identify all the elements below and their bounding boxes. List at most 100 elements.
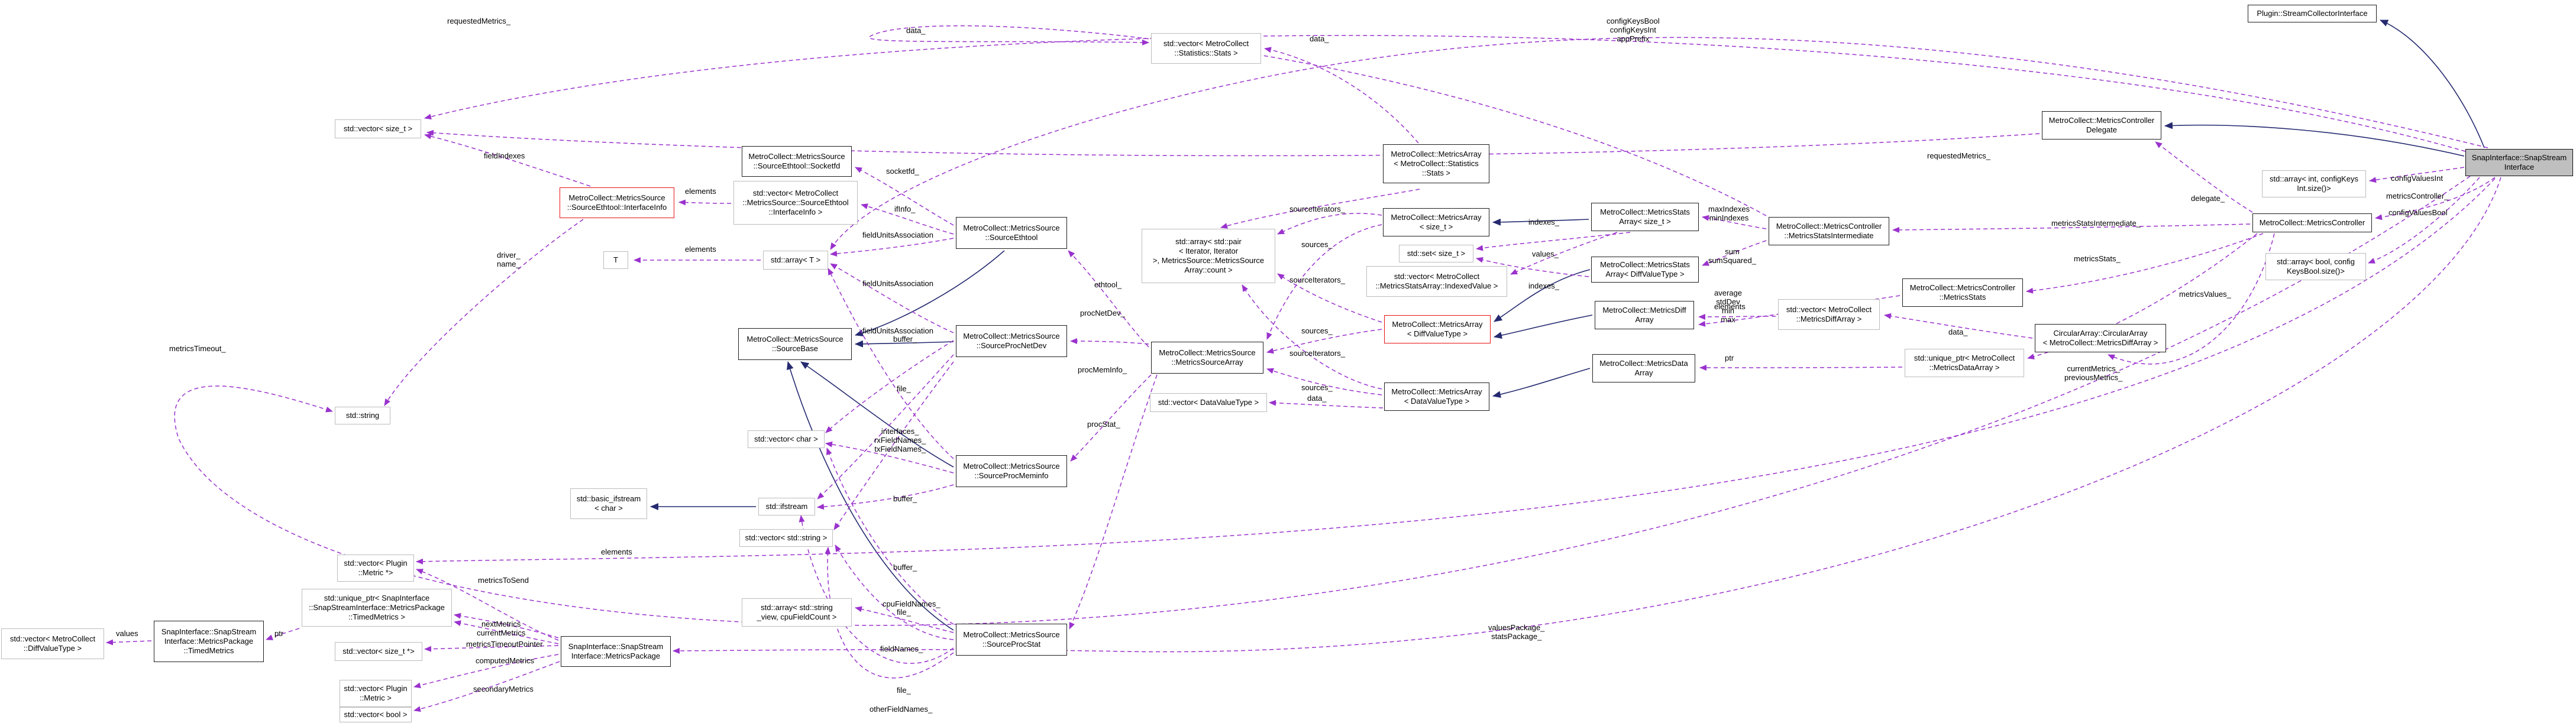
edge-usage-41 [828,268,954,459]
class-node-string-box[interactable]: std::string [335,407,390,424]
class-node-array-pair-iterator[interactable]: std::array< std::pair< Iterator, Iterato… [1142,229,1275,283]
class-node-label: MetroCollect::MetricsStats [1600,208,1690,216]
edge-usage-74 [855,606,954,633]
class-node-source-ethtool-socketfd[interactable]: MetroCollect::MetricsSource::SourceEthto… [742,146,852,177]
class-node-source-procstat[interactable]: MetroCollect::MetricsSource::SourceProcS… [956,624,1067,656]
class-node-label: < size_t > [1419,222,1453,231]
class-node-basic-ifstream[interactable]: std::basic_ifstream< char > [570,488,647,519]
class-node-uniqueptr-metricsdataarray[interactable]: std::unique_ptr< MetroCollect::MetricsDa… [1905,349,2024,377]
class-node-label: std::unique_ptr< MetroCollect [1914,354,2015,362]
class-node-label: MetroCollect::MetricsSource [963,630,1060,639]
class-node-label: ::MetricsStatsArray::IndexedValue > [1375,281,1498,290]
edge-label-maxindexes: maxIndexes minIndexes [1708,205,1750,222]
class-node-label: std::vector< size_t *> [342,647,415,656]
class-node-vector-plugin-metric-ptr[interactable]: std::vector< Plugin::Metric *> [337,555,414,582]
class-node-label: std::vector< std::string > [745,533,828,542]
edge-label-sum-sumsquared: sum sumSquared_ [1708,247,1756,265]
class-node-vector-diffvaluetype[interactable]: std::vector< MetroCollect::DiffValueType… [1,628,104,659]
edge-usage-69 [826,448,954,625]
class-node-label: < DataValueType > [1404,397,1470,406]
class-node-label: std::vector< bool > [344,710,408,719]
class-node-source-ethtool[interactable]: MetroCollect::MetricsSource::SourceEthto… [956,217,1067,249]
class-node-uniqueptr-timedmetrics[interactable]: std::unique_ptr< SnapInterface::SnapStre… [302,589,452,627]
edge-label-fieldunits-2: fieldUnitsAssociation [862,279,933,288]
class-node-array-t[interactable]: std::array< T > [763,251,828,270]
class-node-metrics-controller-metricsstats[interactable]: MetroCollect::MetricsController::Metrics… [1902,278,2023,307]
class-node-label: ::TimedMetrics > [348,612,405,621]
class-node-label: ::MetricsStats [1939,293,1986,301]
class-node-label: ::MetricsStatsIntermediate [1784,231,1874,240]
class-node-vector-datavaluetype[interactable]: std::vector< DataValueType > [1150,393,1267,412]
class-node-circular-array[interactable]: CircularArray::CircularArray< MetroColle… [2035,324,2166,352]
class-node-label: ::TimedMetrics [183,646,234,655]
class-node-label: SnapInterface::SnapStream [161,627,257,636]
edge-label-metricsvalues: metricsValues_ [2179,290,2231,299]
edge-usage-63 [416,178,2496,565]
edge-usage-50 [1277,273,1382,323]
edge-label-data-top-left: data_ [906,26,926,35]
class-node-label: ::SourceEthtool [985,233,1038,242]
edge-usage-66 [817,354,954,500]
class-node-vector-statistics-stats[interactable]: std::vector< MetroCollect::Statistics::S… [1151,33,1261,64]
class-node-vector-indexedvalue[interactable]: std::vector< MetroCollect::MetricsStatsA… [1366,266,1507,297]
edge-label-sources-2: sources_ [1301,326,1333,335]
class-node-set-sizet[interactable]: std::set< size_t > [1399,245,1473,262]
edge-usage-27 [1476,257,1589,277]
class-node-metricsarray-datavaluetype[interactable]: MetroCollect::MetricsArray< DataValueTyp… [1384,382,1489,411]
class-node-source-procmeminfo[interactable]: MetroCollect::MetricsSource::SourceProcM… [956,455,1067,487]
edge-label-buffer-2: buffer_ [893,494,917,503]
class-node-label: ::SourceProcNetDev [976,341,1047,350]
class-node-source-base[interactable]: MetroCollect::MetricsSource::SourceBase [738,328,852,360]
class-node-vector-sizet[interactable]: std::vector< size_t > [335,119,421,138]
class-node-label: MetroCollect::MetricsSource [1159,348,1256,357]
class-node-ifstream-box[interactable]: std::ifstream [758,498,815,515]
class-node-vector-bool[interactable]: std::vector< bool > [340,707,412,722]
class-node-vector-sizet-ptr[interactable]: std::vector< size_t *> [335,642,422,661]
class-node-vector-plugin-metric[interactable]: std::vector< Plugin::Metric > [340,680,412,707]
class-node-label: MetroCollect::MetricsSource [963,332,1060,341]
edge-label-data-circular: data_ [1948,328,1968,336]
class-node-source-procnetdev[interactable]: MetroCollect::MetricsSource::SourceProcN… [956,325,1067,357]
class-node-metricsarray-sizet[interactable]: MetroCollect::MetricsArray< size_t > [1383,208,1489,236]
class-node-vector-metricsdiffarray[interactable]: std::vector< MetroCollect::MetricsDiffAr… [1778,299,1880,330]
class-node-array-stringview[interactable]: std::array< std::string_view, cpuFieldCo… [742,598,852,627]
edge-usage-68 [825,441,954,474]
edge-label-metricstimeout: metricsTimeout_ [169,344,226,353]
edge-label-configvaluesbool: configValuesBool [2388,208,2448,217]
class-node-metrics-source-array[interactable]: MetroCollect::MetricsSource::MetricsSour… [1151,342,1263,374]
class-node-label: MetroCollect::MetricsController [2048,116,2155,125]
edge-label-cpufieldnames: cpuFieldNames_ [883,599,940,608]
edge-label-configkeys-group: configKeysBool configKeysInt appPrefix [1607,17,1660,43]
class-node-label: ::MetricsDataArray > [1929,363,2000,372]
class-node-metricsarray-diffvaluetype[interactable]: MetroCollect::MetricsArray< DiffValueTyp… [1384,315,1491,343]
class-node-t-box[interactable]: T [603,251,628,269]
edge-usage-67 [833,361,954,530]
class-node-vector-char[interactable]: std::vector< char > [748,430,825,448]
class-node-vector-interfaceinfo[interactable]: std::vector< MetroCollect::MetricsSource… [733,181,858,225]
edge-usage-71 [835,544,954,640]
class-node-label: SnapInterface::SnapStream [568,642,664,651]
class-node-label: std::vector< size_t > [343,124,413,133]
class-node-interfaceinfo[interactable]: MetroCollect::MetricsSource::SourceEthto… [560,187,674,218]
class-node-label: CircularArray::CircularArray [2053,329,2148,338]
class-node-plugin-stream-collector-interface[interactable]: Plugin::StreamCollectorInterface [2248,5,2377,22]
class-node-metricsarray-stats[interactable]: MetroCollect::MetricsArray< MetroCollect… [1383,144,1489,183]
class-node-metrics-stats-intermediate[interactable]: MetroCollect::MetricsController::Metrics… [1769,217,1889,245]
class-node-label: std::array< bool, config [2277,257,2355,266]
class-node-vector-string[interactable]: std::vector< std::string > [739,529,833,547]
class-node-metrics-controller[interactable]: MetroCollect::MetricsController [2252,213,2372,232]
class-node-label: < MetroCollect::Statistics [1394,159,1479,168]
edge-usage-14 [2155,141,2253,213]
class-node-label: KeysBool.size()> [2287,267,2345,275]
edge-usage-58 [416,569,559,641]
